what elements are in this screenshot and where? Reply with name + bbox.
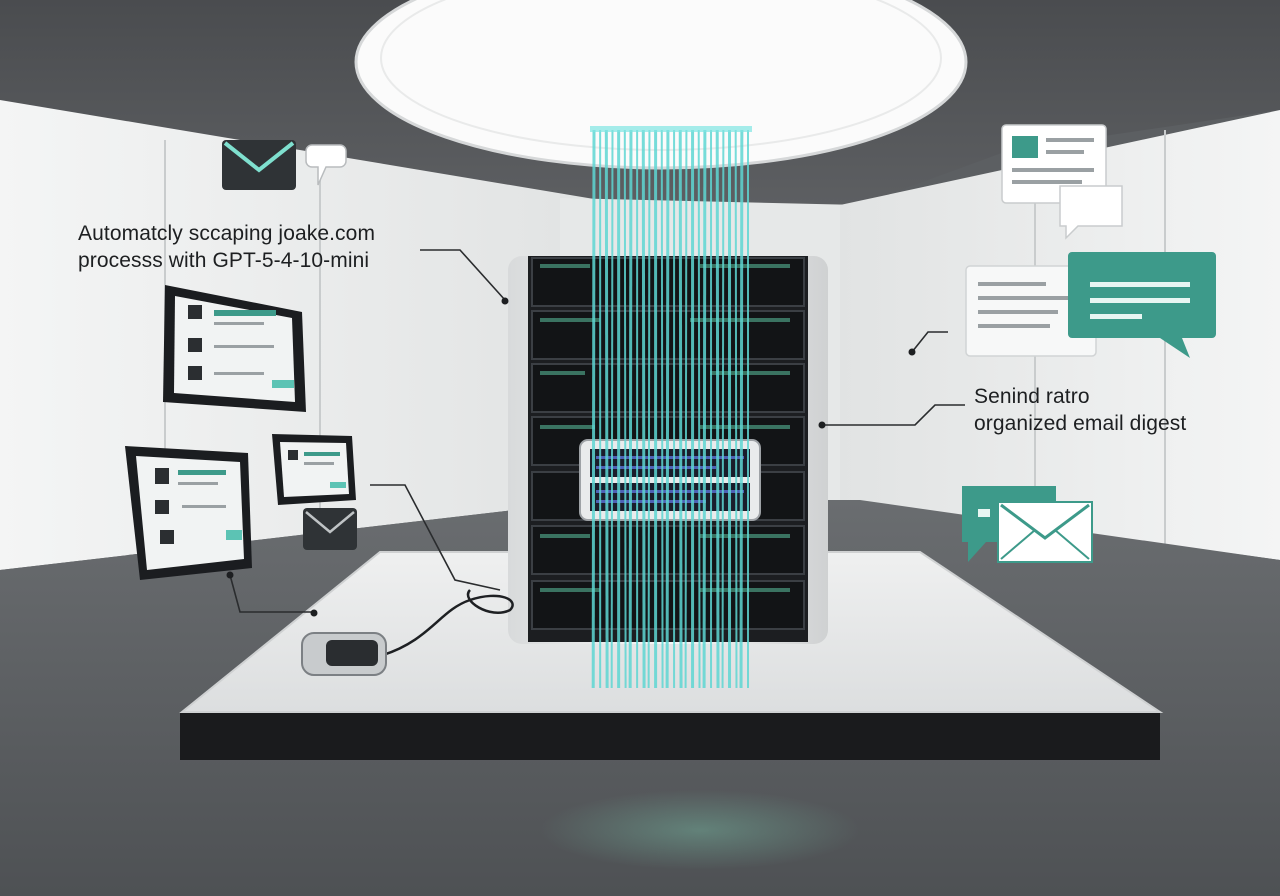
fiber-strand bbox=[678, 129, 683, 689]
fiber-bundle-top bbox=[590, 126, 752, 132]
fiber-strand bbox=[734, 129, 738, 689]
fiber-strand bbox=[739, 129, 744, 689]
tablet-icon bbox=[163, 285, 306, 412]
left-caption-line1: Automatcly sccaping joake.com bbox=[78, 222, 376, 245]
fiber-strand bbox=[623, 129, 627, 689]
chat-bubble-icon bbox=[1001, 124, 1123, 240]
usb-drive-icon bbox=[301, 632, 387, 676]
fiber-strand bbox=[610, 129, 614, 689]
speech-bubble-icon bbox=[305, 144, 347, 186]
left-caption-line2: processs with GPT-5-4-10-mini bbox=[78, 249, 370, 272]
tablet-icon bbox=[272, 434, 356, 505]
fiber-strand bbox=[721, 129, 725, 689]
fiber-strand bbox=[715, 129, 720, 689]
data-fibers bbox=[590, 126, 752, 689]
fiber-strand bbox=[702, 129, 707, 689]
tablet-icon bbox=[125, 446, 252, 580]
fiber-strand bbox=[604, 129, 609, 689]
right-caption-line2: organized email digest bbox=[974, 412, 1187, 435]
fiber-strand bbox=[665, 129, 670, 689]
right-caption: Senind ratro organized email digest bbox=[974, 383, 1186, 437]
fiber-strand bbox=[591, 129, 596, 689]
fiber-strand bbox=[641, 129, 646, 689]
fiber-strand bbox=[684, 129, 688, 689]
fiber-strand bbox=[628, 129, 633, 689]
fiber-strand bbox=[660, 129, 664, 689]
envelope-icon bbox=[962, 486, 1093, 563]
left-caption: Automatcly sccaping joake.com processs w… bbox=[78, 220, 375, 274]
envelope-icon bbox=[303, 508, 357, 550]
right-caption-line1: Senind ratro bbox=[974, 385, 1090, 408]
chat-bubble-icon bbox=[965, 252, 1216, 358]
fiber-strand bbox=[697, 129, 701, 689]
platform-base bbox=[180, 713, 1160, 760]
cable bbox=[382, 589, 514, 657]
leader-lines bbox=[229, 249, 965, 613]
envelope-icon bbox=[222, 140, 296, 190]
fiber-strand bbox=[647, 129, 651, 689]
